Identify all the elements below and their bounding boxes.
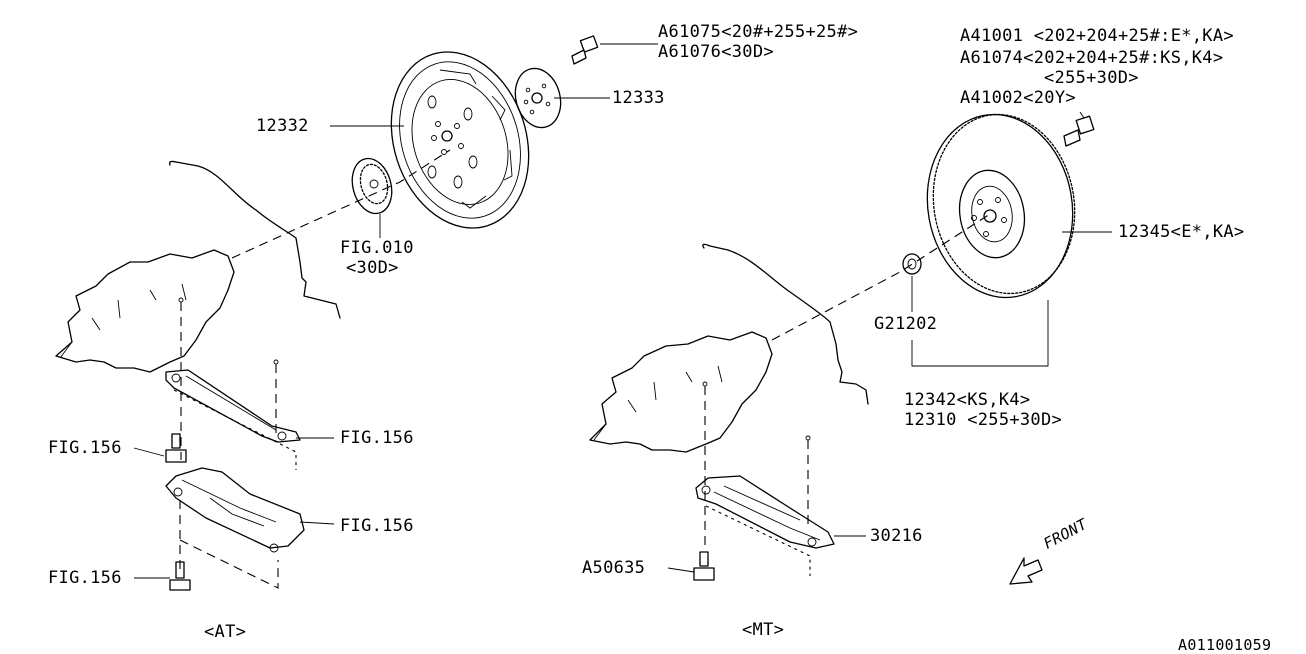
mt-cover-30216 [695,475,835,576]
diagram-id: A011001059 [1178,636,1272,654]
label-a61075: A61075<20#+255+25#> [658,22,859,42]
label-a61076: A61076<30D> [658,42,774,62]
caption-mt: <MT> [742,620,785,640]
label-12345: 12345<E*,KA> [1118,222,1245,242]
at-lower-cover [165,467,305,589]
label-12332: 12332 [256,116,309,136]
bolt-a61075 [571,35,599,65]
mt-wire-harness [702,243,869,405]
at-wire-harness [168,160,341,319]
label-a41002: A41002<20Y> [960,88,1076,108]
pilot-bearing-g21202 [902,253,922,275]
mt-bolt-a50635 [693,551,715,581]
label-at-fig156-right-upper: FIG.156 [340,428,414,448]
front-arrow-icon [1009,557,1043,585]
flywheel-12345 [926,113,1076,299]
label-a61074: A61074<202+204+25#:KS,K4> [960,48,1224,68]
label-12342: 12342<KS,K4> [904,390,1031,410]
drive-plate-12332 [390,51,530,229]
label-30216: 30216 [870,526,923,546]
caption-at: <AT> [204,622,247,642]
mt-centerline [771,213,991,341]
label-fig010: FIG.010 [340,238,414,258]
label-at-fig156-bolt-lower: FIG.156 [48,568,122,588]
label-a61074-sub: <255+30D> [1044,68,1139,88]
label-12333: 12333 [612,88,665,108]
at-centerline [231,149,451,259]
label-at-fig156-right-lower: FIG.156 [340,516,414,536]
label-fig010-sub: <30D> [346,258,399,278]
at-upper-cover [165,369,301,470]
bolt-a41001 [1063,115,1095,147]
at-transmission [55,249,235,373]
at-bolt-upper [165,433,187,463]
label-g21202: G21202 [874,314,938,334]
label-a41001: A41001 <202+204+25#:E*,KA> [960,26,1234,46]
mt-transmission [589,331,773,453]
ring-gear-fig010 [351,157,393,215]
reinforcement-plate-12333 [514,67,562,129]
label-a50635: A50635 [582,558,646,578]
label-at-fig156-bolt-upper: FIG.156 [48,438,122,458]
at-bolt-lower [169,561,191,591]
label-12310: 12310 <255+30D> [904,410,1063,430]
